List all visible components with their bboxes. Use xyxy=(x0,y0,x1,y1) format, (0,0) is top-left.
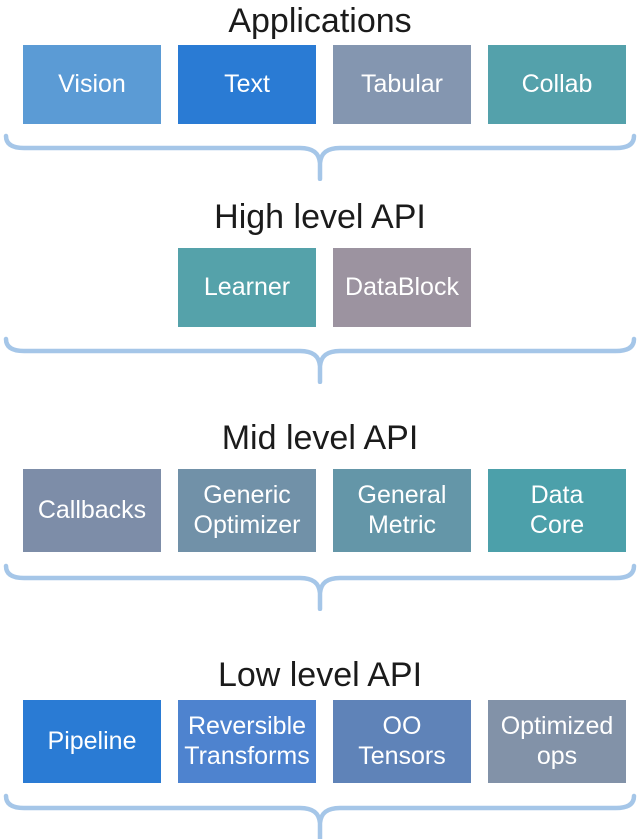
box-text: Text xyxy=(178,45,316,124)
box-tabular: Tabular xyxy=(333,45,471,124)
box-vision: Vision xyxy=(23,45,161,124)
brace-under-applications xyxy=(3,133,637,181)
brace-under-high-level-api xyxy=(3,336,637,384)
box-pipeline: Pipeline xyxy=(23,700,161,783)
brace-under-low-level-api xyxy=(3,793,637,839)
box-datablock: DataBlock xyxy=(333,248,471,327)
applications-row: Vision Text Tabular Collab xyxy=(0,45,640,124)
section-title-high-level-api: High level API xyxy=(214,198,426,236)
mid-level-api-row: Callbacks Generic Optimizer General Metr… xyxy=(0,469,640,552)
box-collab: Collab xyxy=(488,45,626,124)
box-optimized-ops: Optimized ops xyxy=(488,700,626,783)
section-title-applications: Applications xyxy=(228,2,412,40)
box-data-core: Data Core xyxy=(488,469,626,552)
box-general-metric: General Metric xyxy=(333,469,471,552)
box-reversible-transforms: Reversible Transforms xyxy=(178,700,316,783)
high-level-api-row: Learner DataBlock xyxy=(0,248,640,327)
box-learner: Learner xyxy=(178,248,316,327)
box-generic-optimizer: Generic Optimizer xyxy=(178,469,316,552)
section-title-low-level-api: Low level API xyxy=(217,656,423,694)
section-title-mid-level-api: Mid level API xyxy=(221,419,419,457)
box-oo-tensors: OO Tensors xyxy=(333,700,471,783)
low-level-api-row: Pipeline Reversible Transforms OO Tensor… xyxy=(0,700,640,783)
box-callbacks: Callbacks xyxy=(23,469,161,552)
brace-under-mid-level-api xyxy=(3,563,637,611)
